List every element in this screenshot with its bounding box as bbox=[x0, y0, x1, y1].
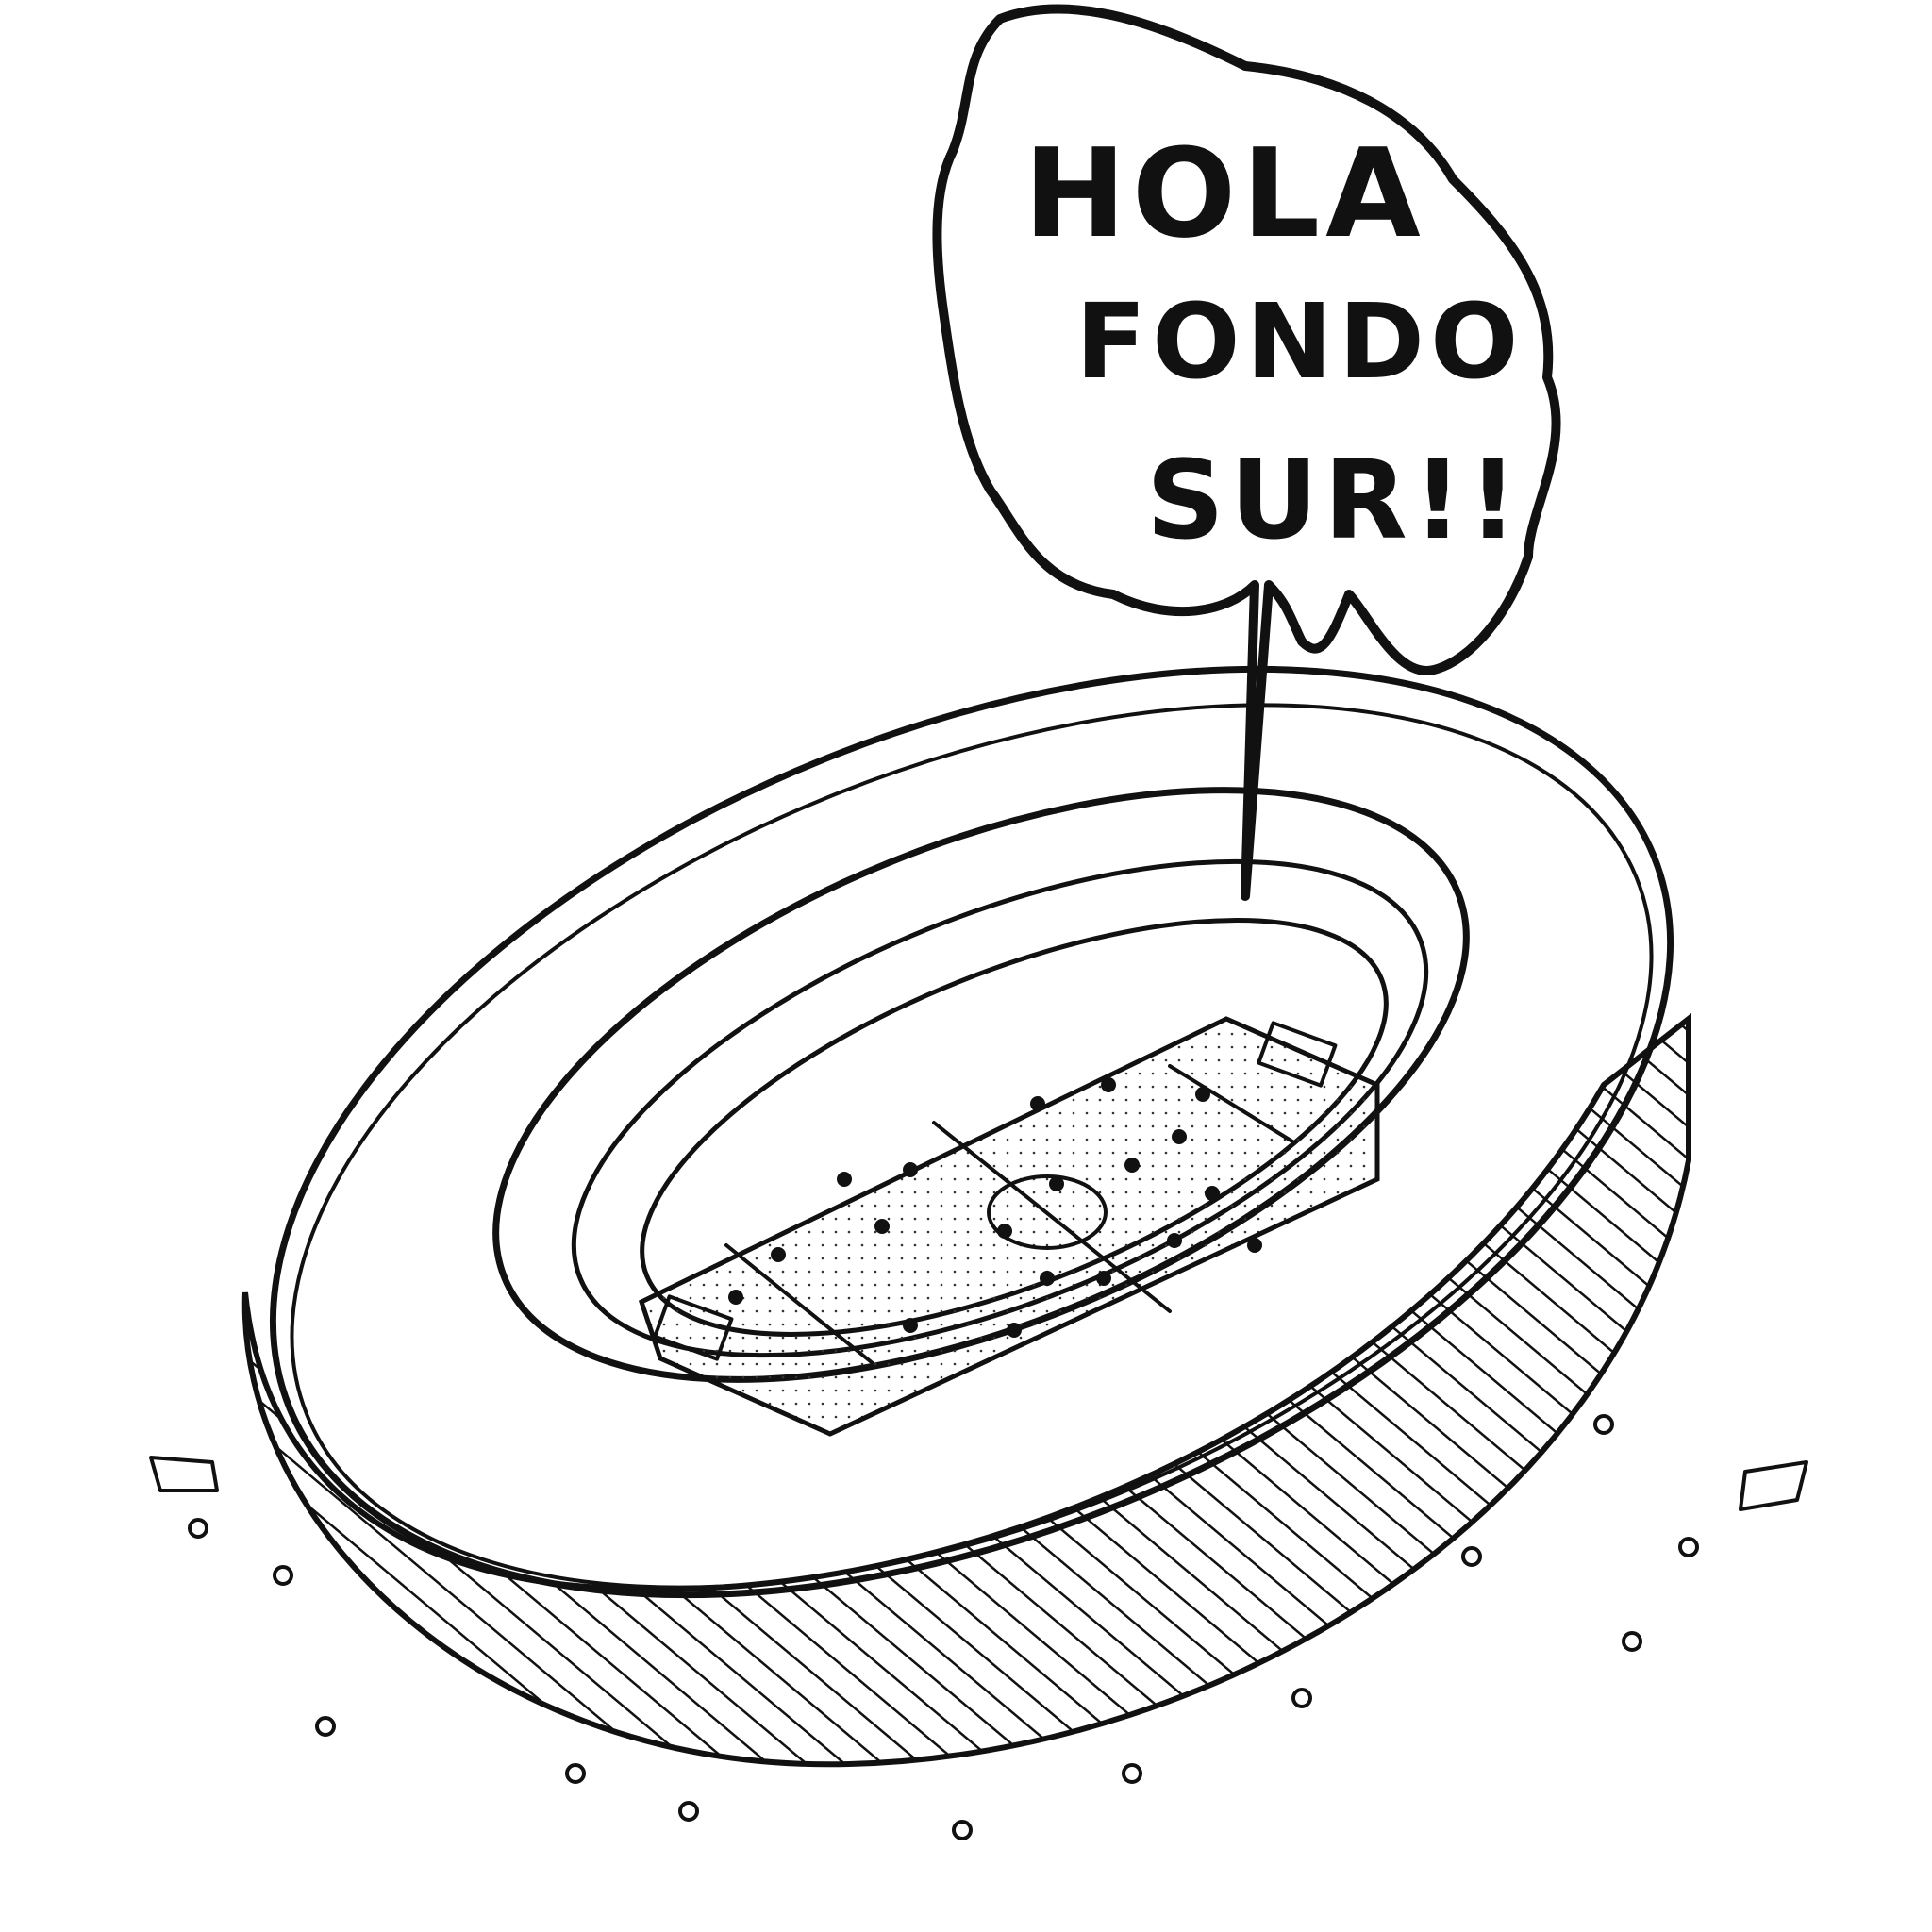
fans-outside bbox=[149, 1414, 1808, 1840]
goal-right bbox=[1257, 1021, 1338, 1088]
goal-left bbox=[653, 1294, 734, 1361]
speech-line-3: SUR!! bbox=[1146, 438, 1524, 564]
stadium-roof-ring bbox=[269, 665, 1674, 1599]
players bbox=[728, 1077, 1262, 1338]
speech-line-1: HOLA bbox=[1024, 122, 1426, 265]
stadium-outer-wall bbox=[242, 1012, 1691, 1768]
speech-line-2: FONDO bbox=[1075, 281, 1524, 402]
speech-bubble: HOLA FONDO SUR!! bbox=[932, 4, 1561, 901]
